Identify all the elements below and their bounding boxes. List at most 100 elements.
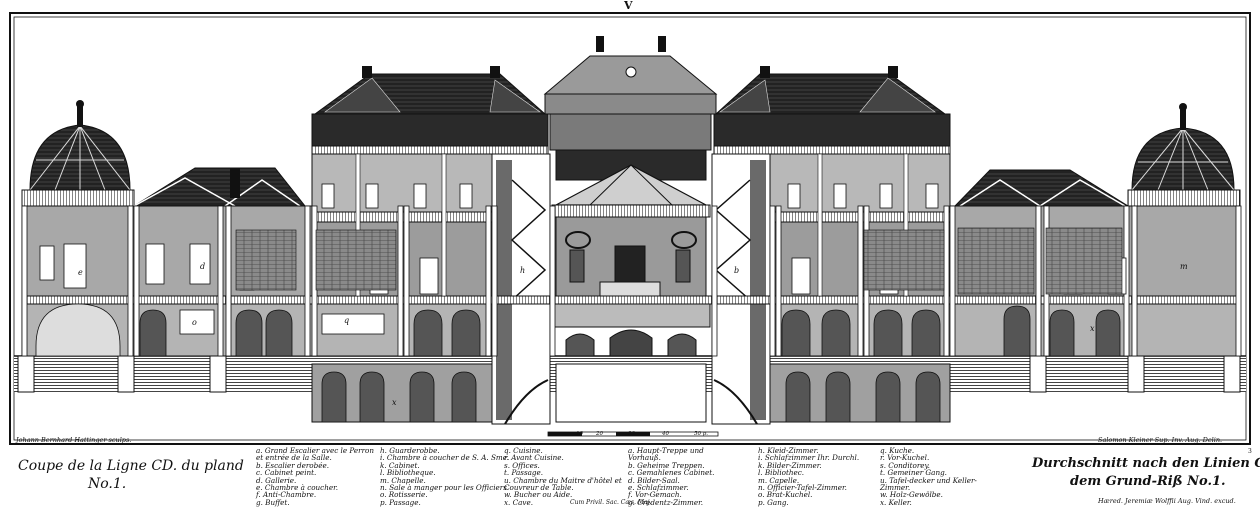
legend-entry: h. Kleid-Zimmer. [758,446,819,455]
legend-entry: o. Brat-Kuchel. [758,490,813,500]
opening [145,243,165,285]
arch [821,309,851,357]
pilaster [903,153,909,297]
wall-decoration [863,229,945,291]
central-pavilion [543,36,718,357]
arch [873,309,903,357]
title-french-number: No.1. [88,476,127,492]
legend-entry: e. Chambre à coucher. [256,482,339,492]
stair-well-right [711,153,771,425]
room-letter-m: m [1180,262,1188,271]
arch [1003,305,1031,357]
arch [235,309,263,357]
doorways [39,183,1127,335]
legend-german-col3: q. Kuche.r. Vor-Kuchel.s. Conditorey.t. … [880,447,977,507]
arch [409,371,435,423]
room-letter-b: b [734,266,740,275]
legend-entry: d. Gallerie. [256,475,297,485]
opening [179,309,215,335]
opening [39,245,55,281]
wall-pillar [127,205,134,357]
legend-entry: f. Vor-Gemach. [628,490,682,500]
arch [875,371,901,423]
arch [451,371,477,423]
legend-entry: a. Haupt-Treppe und [628,446,704,455]
legend-entry: e. Schlafzimmer. [628,482,689,492]
arch [35,303,121,357]
plate-inner-border [13,16,1247,441]
wall-pillar [1035,205,1042,357]
legend-entry: u. Tafel-decker und Keller- [880,475,977,485]
left-dome-pavilion [21,100,135,207]
engraver-left: Johann Bernhard Hattinger sculps. [16,436,132,444]
arch [321,371,347,423]
wall-pillar [21,205,28,357]
legend-entry: f. Anti-Chambre. [256,490,317,500]
room-letter-h: h [520,266,526,275]
legend-french-col2: h. Guarderobbe.i. Chambre à coucher de S… [380,447,510,507]
wall-pillar [491,205,498,357]
legend-entry: c. Gemahlenes Cabinet. [628,468,715,478]
wall-pillar [304,205,311,357]
arch [781,309,811,357]
scale-bar [547,431,719,437]
legend-entry: s. Offices. [504,460,540,470]
wall-pillar [943,205,950,357]
room-letter-e: e [78,268,83,277]
legend-entry: a. Grand Escalier avec le Perron [256,446,374,455]
wall-pillar [225,205,232,357]
right-low-wing-roof [953,169,1130,207]
title-french: Coupe de la Ligne CD. du pland [18,458,244,474]
legend-entry: n. Officier-Tafel-Zimmer. [758,482,847,492]
legend-german-col1: a. Haupt-Treppe und Vorhauß.b. Geheime T… [628,446,715,507]
legend-entry: Vorhauß. [628,453,661,463]
arch [1095,309,1121,357]
foundation-piers [17,355,1241,393]
opening [321,183,335,209]
engraver-right: Salomon Kleiner Sup. Inv. Aug. Delin. [1098,436,1223,444]
arch [451,309,481,357]
arch [915,371,941,423]
scale-label: 30 [628,431,635,437]
arch [265,309,293,357]
legend-entry: k. Bilder-Zimmer. [758,460,822,470]
legend-entry: i. Schlafzimmer Ihr. Durchl. [758,453,860,463]
room-letter-q: q [344,316,350,325]
wall-pillar [403,205,410,357]
wall-decoration [235,229,297,291]
opening [321,313,385,335]
legend-entry: x. Keller. [880,497,912,507]
legend-entry: p. Passage. [380,497,421,507]
legend-german-col2: h. Kleid-Zimmer.i. Schlafzimmer Ihr. Dur… [758,446,860,507]
legend-entry: l. Bibliothec. [758,468,805,478]
arch [413,309,443,357]
legend-french-col1: a. Grand Escalier avec le Perron et entr… [256,446,374,507]
legend-entry: o. Rotisserie. [380,490,428,500]
legend-entry: b. Geheime Treppen. [628,460,705,470]
legend-french-col3: q. Cuisine.r. Avant Cuisine.s. Offices.t… [504,447,622,507]
legend-entry: Couvreur de Table. [504,482,574,492]
privilege-note: Cum Privil. Sac. Cæs. Maj. [570,499,652,506]
wall-pillar [857,205,864,357]
left-tall-pavilion [311,66,549,223]
wall-pillar [775,205,782,357]
legend-entry: et entrée de la Salle. [256,453,332,463]
opening [879,183,893,209]
stair-well-left [491,153,551,425]
legend-entry: n. Sale à manger pour les Officiers. [380,482,510,492]
title-german-number: dem Grund-Riß No.1. [1070,474,1226,489]
legend-entry: Zimmer. [880,482,911,492]
opening [787,183,801,209]
legend-entry: m. Capelle. [758,475,800,485]
legend-entry: r. Vor-Kuchel. [880,453,930,463]
wall-pillar [397,205,404,357]
left-low-wing-roof [132,167,307,207]
legend-entry: s. Conditorey. [880,460,930,470]
opening [791,257,811,295]
legend-entry: u. Chambre du Maitre d'hôtel et [504,475,622,485]
legend-entry: c. Cabinet peint. [256,468,317,478]
legend-entry: g. Credentz-Zimmer. [628,497,704,507]
opening [189,243,211,285]
